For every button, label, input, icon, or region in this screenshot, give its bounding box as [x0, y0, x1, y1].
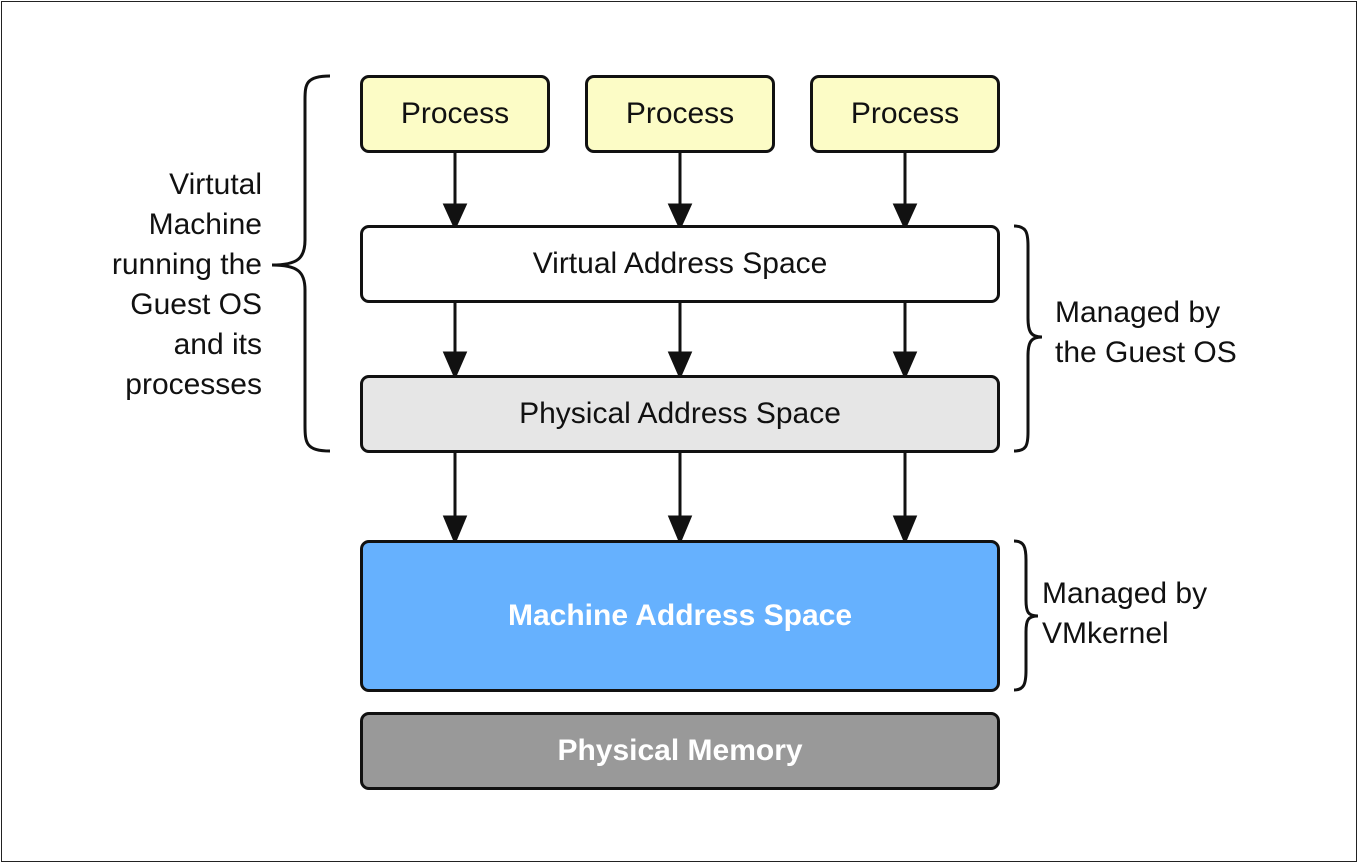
guest-os-brace: [1013, 224, 1043, 453]
vm-annotation-label: Virtutal Machine running the Guest OS an…: [111, 168, 262, 401]
process-label: Process: [400, 97, 510, 130]
arrowhead: [442, 351, 468, 380]
vmkernel-brace: [1013, 539, 1039, 692]
process-box-1: Process: [360, 75, 550, 153]
arrowhead: [892, 515, 918, 545]
process-box-2: Process: [585, 75, 775, 153]
arrowhead: [892, 351, 918, 380]
physical-address-space-label: Physical Address Space: [519, 397, 841, 430]
virtual-address-space-label: Virtual Address Space: [532, 247, 828, 280]
process-label: Process: [625, 97, 735, 130]
virtual-address-space-box: Virtual Address Space: [360, 225, 1000, 303]
machine-address-space-label: Machine Address Space: [507, 599, 853, 632]
guest-os-annotation-label: Managed by the Guest OS: [1055, 296, 1237, 369]
arrowhead: [667, 351, 693, 380]
arrowhead: [667, 203, 693, 231]
physical-address-space-box: Physical Address Space: [360, 375, 1000, 453]
arrowhead: [442, 515, 468, 545]
arrowhead: [892, 203, 918, 231]
arrowhead: [667, 515, 693, 545]
process-label: Process: [850, 97, 960, 130]
machine-address-space-box: Machine Address Space: [360, 540, 1000, 692]
arrowhead: [442, 203, 468, 231]
physical-memory-box: Physical Memory: [360, 712, 1000, 790]
process-box-3: Process: [810, 75, 1000, 153]
vmkernel-annotation-label: Managed by VMkernel: [1042, 577, 1208, 650]
vm-brace: [271, 74, 331, 453]
physical-memory-label: Physical Memory: [557, 734, 803, 767]
